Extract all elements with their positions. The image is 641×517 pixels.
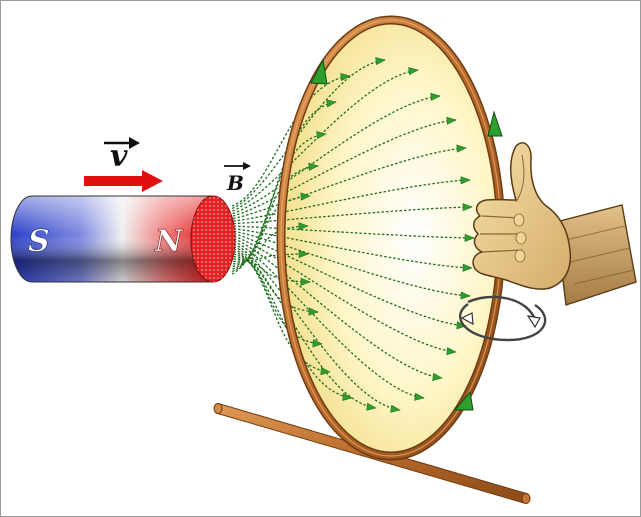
field-arrowhead-icon — [414, 392, 425, 401]
bar-magnet: S N — [10, 195, 236, 283]
right-hand-thumb-up-icon — [472, 142, 637, 306]
coil-interior — [281, 20, 501, 456]
field-line — [233, 253, 309, 263]
field-line — [233, 225, 475, 239]
field-arrowhead-icon — [460, 291, 471, 300]
field-line — [231, 59, 386, 210]
field-arrowhead-icon — [342, 392, 353, 401]
field-arrowhead-icon — [320, 367, 331, 376]
current-arrowhead-icon — [310, 58, 328, 85]
field-arrowhead-icon — [312, 339, 323, 348]
field-line — [233, 230, 471, 297]
field-line — [232, 119, 457, 217]
field-arrowhead-icon — [308, 307, 319, 316]
field-arrowhead-icon — [456, 144, 467, 153]
field-arrowhead-icon — [300, 277, 311, 286]
velocity-arrow — [84, 170, 163, 192]
field-arrowhead-icon — [464, 233, 475, 242]
field-line — [233, 238, 443, 379]
field-arrowhead-icon — [300, 192, 311, 201]
field-line — [233, 258, 311, 283]
field-line — [232, 225, 309, 265]
field-line — [231, 101, 337, 275]
field-line — [233, 250, 331, 373]
field-line — [233, 179, 471, 222]
field-line — [231, 133, 327, 273]
current-arrows — [310, 58, 503, 411]
field-arrowhead-icon — [326, 99, 337, 108]
field-line — [233, 243, 401, 411]
current-arrowhead-icon — [487, 110, 503, 137]
field-arrowhead-icon — [462, 203, 473, 212]
field-arrowhead-icon — [316, 131, 327, 140]
field-label: B — [226, 171, 244, 195]
field-arrowhead-icon — [298, 250, 309, 259]
field-arrowhead-icon — [460, 176, 471, 185]
field-arrowhead-icon — [375, 57, 386, 66]
field-arrowhead-icon — [298, 222, 309, 231]
field-line — [233, 228, 473, 269]
field-arrowhead-icon — [430, 92, 441, 101]
field-arrowhead-icon — [432, 372, 443, 381]
field-arrowhead-icon — [446, 347, 457, 356]
velocity-indicator: v — [84, 137, 163, 192]
velocity-label: v — [110, 139, 128, 174]
field-arrowhead-icon — [408, 67, 419, 76]
current-arrowhead-icon — [453, 390, 474, 411]
south-pole-label: S — [28, 224, 50, 259]
circular-arrow-icon — [459, 295, 547, 342]
field-arrowhead-icon — [308, 162, 319, 171]
field-line — [231, 75, 351, 207]
north-pole-label: N — [154, 224, 184, 259]
field-indicator: B — [224, 162, 251, 195]
field-arrowhead-icon — [462, 263, 473, 272]
field-arrowhead-icon — [366, 402, 377, 411]
field-line — [233, 206, 473, 225]
field-line — [232, 147, 467, 220]
field-arrowhead-icon — [390, 404, 401, 413]
field-line — [232, 195, 311, 268]
magnetic-field-lines — [231, 57, 475, 413]
field-line — [233, 235, 457, 353]
field-arrowhead-icon — [340, 72, 351, 82]
field-arrowhead-icon — [446, 116, 457, 125]
